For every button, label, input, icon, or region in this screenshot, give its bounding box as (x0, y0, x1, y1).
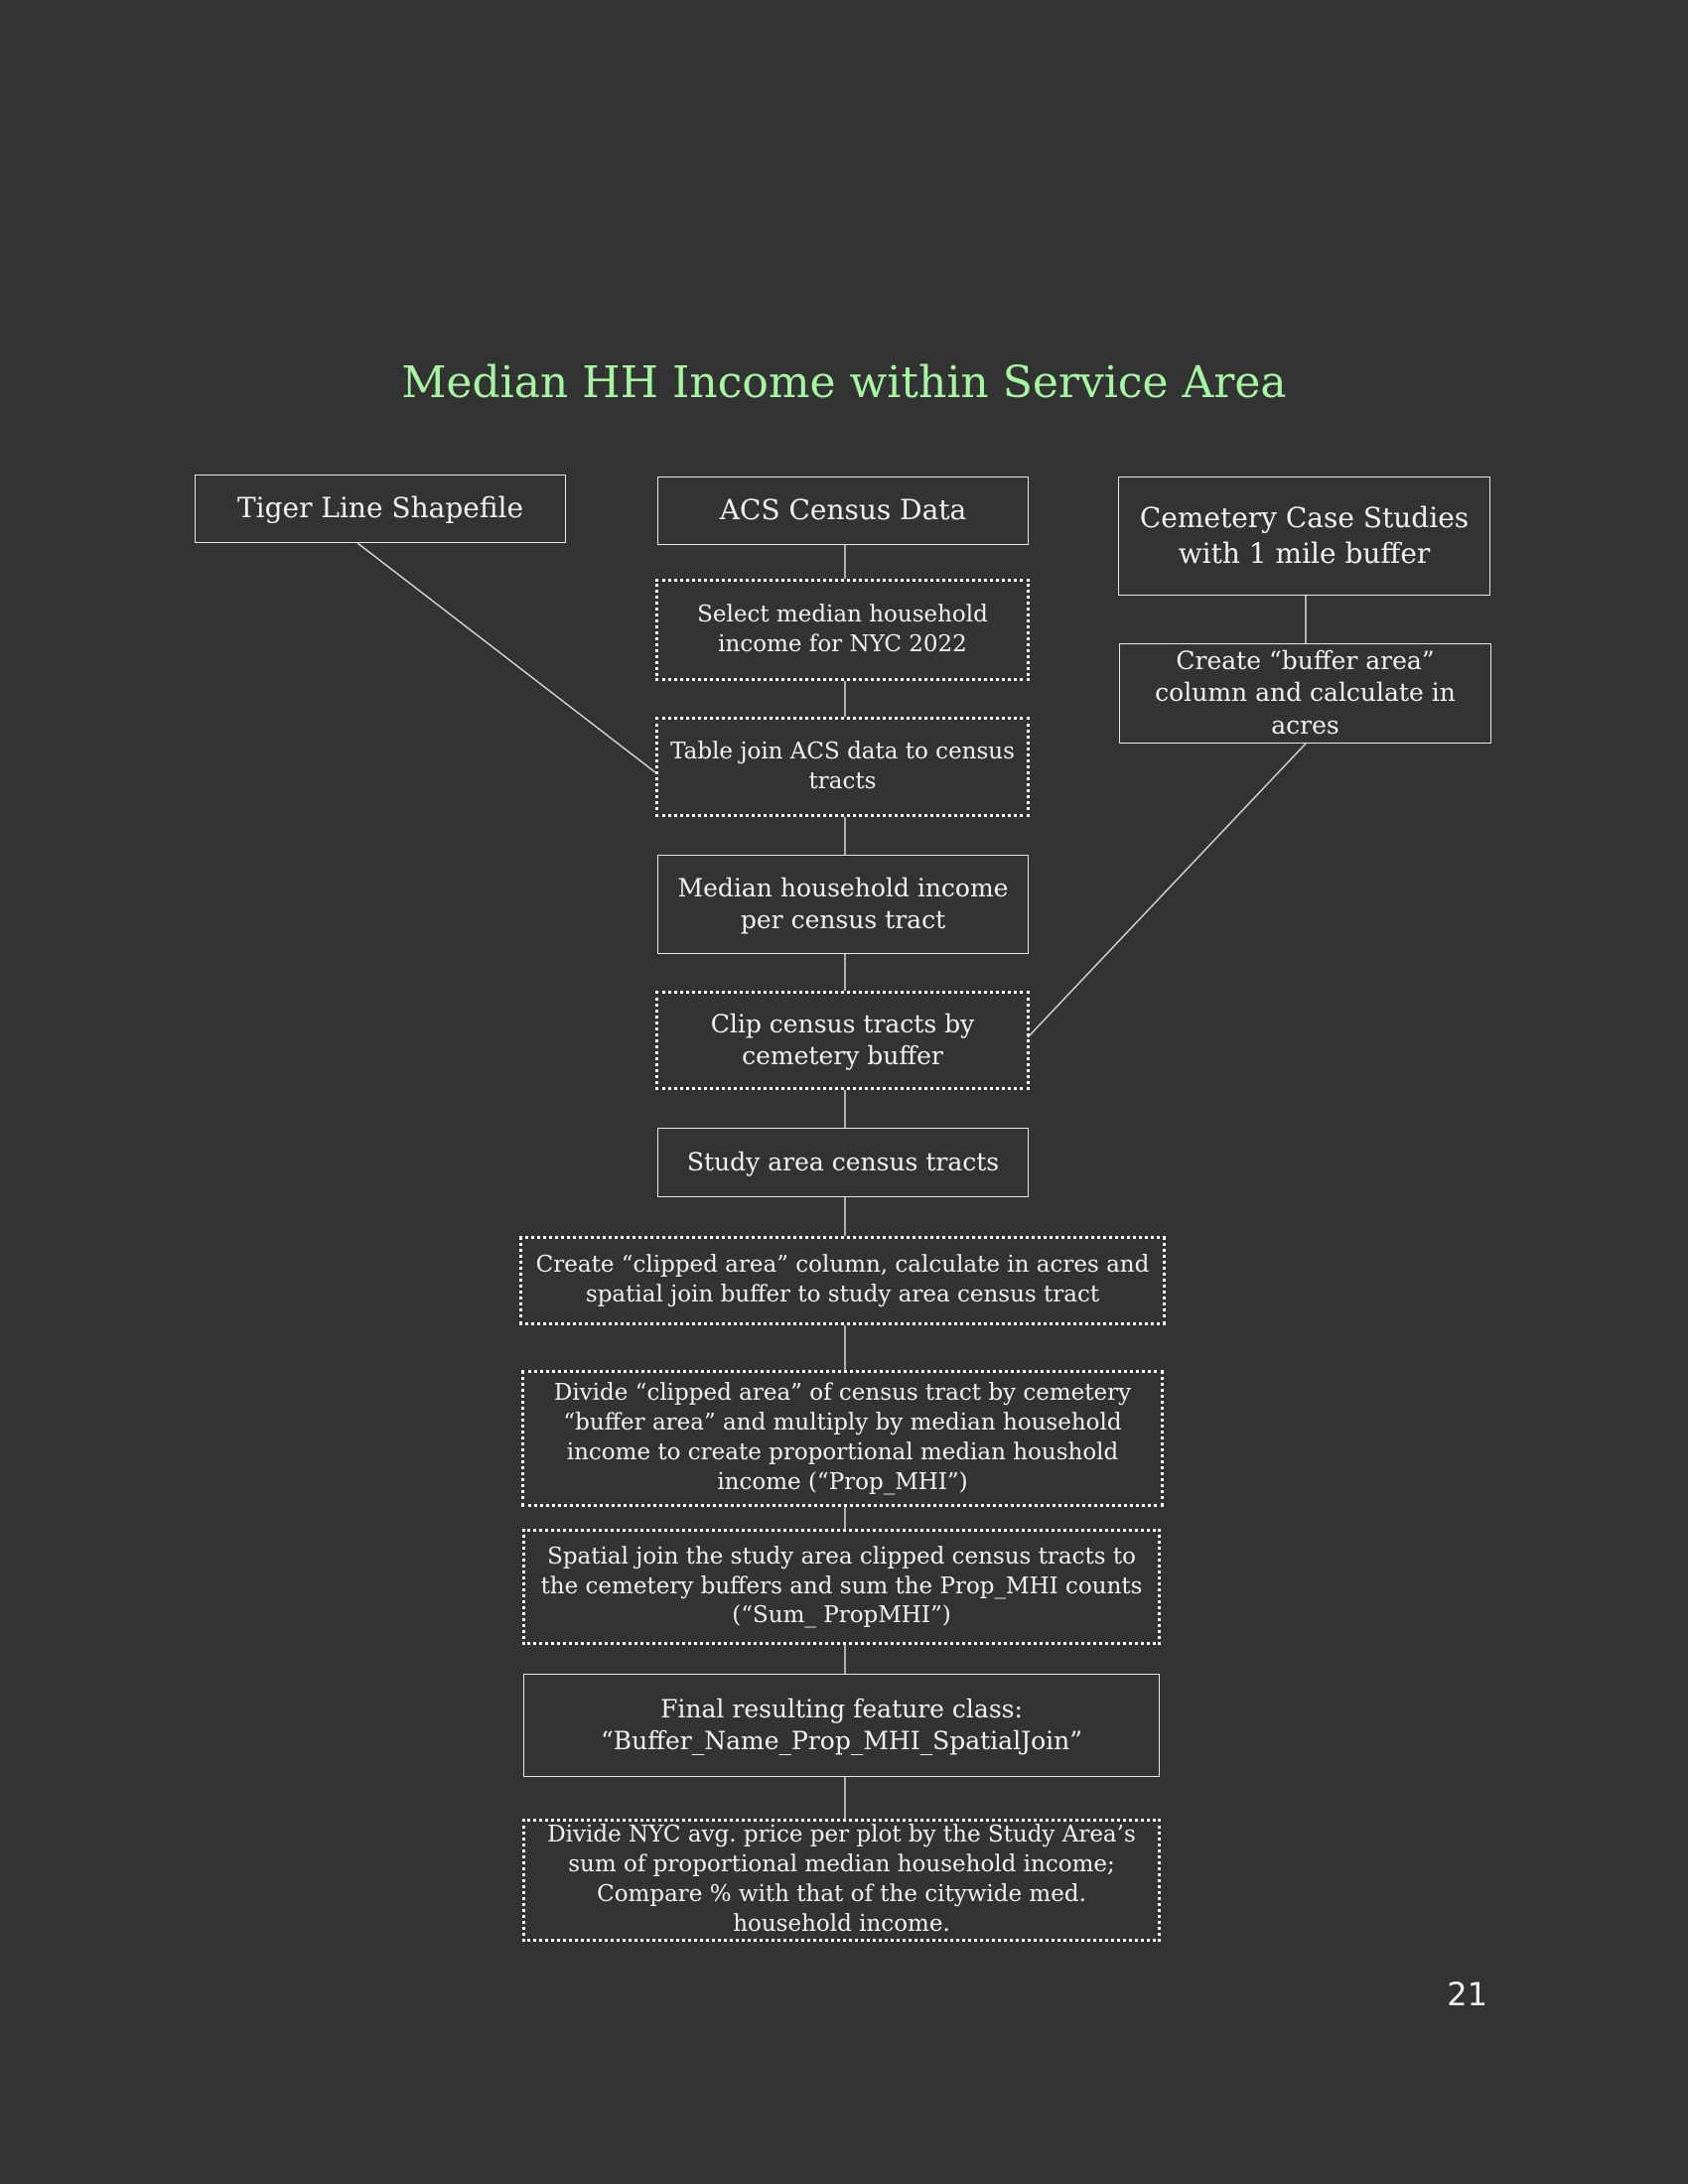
median-income-per-tract-box: Median household income per census tract (657, 855, 1029, 954)
study-area-tracts-box: Study area census tracts (657, 1128, 1029, 1197)
clipped-area-column-box: Create “clipped area” column, calculate … (519, 1236, 1166, 1325)
connector-tiger-to-table-join (356, 542, 656, 773)
clipped-area-column-label: Create “clipped area” column, calculate … (535, 1252, 1150, 1307)
connector-buffer-to-clip (1027, 743, 1307, 1038)
page-title: Median HH Income within Service Area (401, 357, 1287, 408)
divide-nyc-price-label: Divide NYC avg. price per plot by the St… (547, 1822, 1136, 1937)
cemetery-case-studies-label: Cemetery Case Studies with 1 mile buffer (1139, 500, 1470, 570)
final-feature-class-label: Final resulting feature class: “Buffer_N… (600, 1694, 1083, 1756)
study-area-tracts-label: Study area census tracts (686, 1147, 1000, 1176)
table-join-box: Table join ACS data to census tracts (655, 717, 1030, 817)
divide-clipped-area-label: Divide “clipped area” of census tract by… (553, 1380, 1132, 1495)
clip-census-tracts-label: Clip census tracts by cemetery buffer (710, 1009, 975, 1071)
tiger-line-shapefile-box: Tiger Line Shapefile (195, 475, 566, 543)
select-median-income-label: Select median household income for NYC 2… (697, 601, 988, 657)
spatial-join-sum-label: Spatial join the study area clipped cens… (540, 1543, 1143, 1629)
divide-clipped-area-box: Divide “clipped area” of census tract by… (521, 1370, 1164, 1507)
buffer-area-column-label: Create “buffer area” column and calculat… (1155, 645, 1456, 740)
acs-census-data-label: ACS Census Data (719, 493, 967, 527)
acs-census-data-box: ACS Census Data (657, 477, 1029, 545)
select-median-income-box: Select median household income for NYC 2… (655, 579, 1030, 681)
buffer-area-column-box: Create “buffer area” column and calculat… (1119, 643, 1491, 744)
divide-nyc-price-box: Divide NYC avg. price per plot by the St… (522, 1819, 1161, 1942)
clip-census-tracts-box: Clip census tracts by cemetery buffer (655, 991, 1030, 1090)
page-number: 21 (1447, 1976, 1487, 2013)
cemetery-case-studies-box: Cemetery Case Studies with 1 mile buffer (1118, 477, 1490, 596)
spatial-join-sum-box: Spatial join the study area clipped cens… (522, 1529, 1161, 1645)
median-income-per-tract-label: Median household income per census tract (677, 873, 1009, 935)
final-feature-class-box: Final resulting feature class: “Buffer_N… (523, 1674, 1160, 1777)
table-join-label: Table join ACS data to census tracts (670, 738, 1015, 794)
tiger-line-shapefile-label: Tiger Line Shapefile (236, 491, 524, 525)
